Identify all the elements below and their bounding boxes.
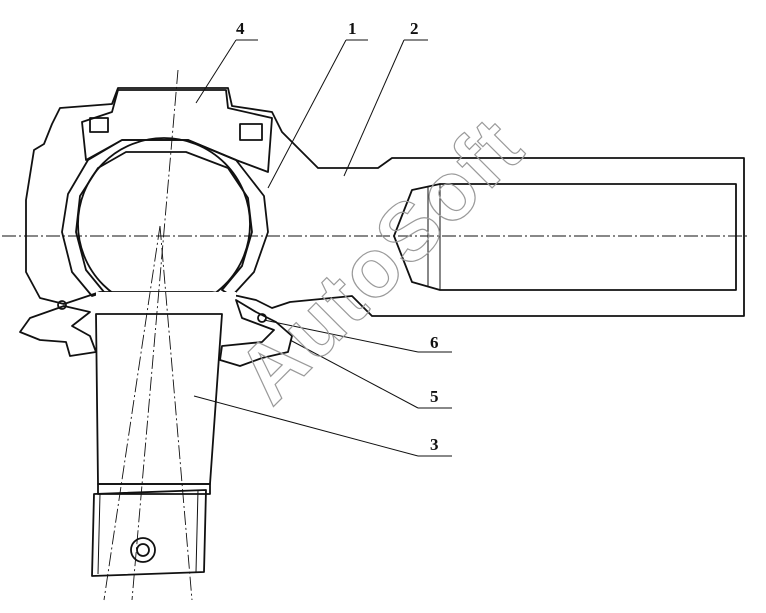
callout-1: 1 xyxy=(348,19,357,38)
ball-liner xyxy=(61,139,269,297)
callout-labels: 4 1 2 6 5 3 xyxy=(236,19,439,454)
watermark: AutoSoft xyxy=(220,100,540,420)
ball-head xyxy=(77,137,251,314)
center-lines xyxy=(2,69,750,601)
leader-lines xyxy=(193,39,452,457)
callout-5: 5 xyxy=(430,387,439,406)
callout-2: 2 xyxy=(410,19,419,38)
callout-6: 6 xyxy=(430,333,439,352)
callout-3: 3 xyxy=(430,435,439,454)
plug-cover xyxy=(81,89,273,173)
retaining-rings xyxy=(57,300,267,323)
callout-4: 4 xyxy=(236,19,245,38)
ball-stud-shank xyxy=(91,313,223,577)
